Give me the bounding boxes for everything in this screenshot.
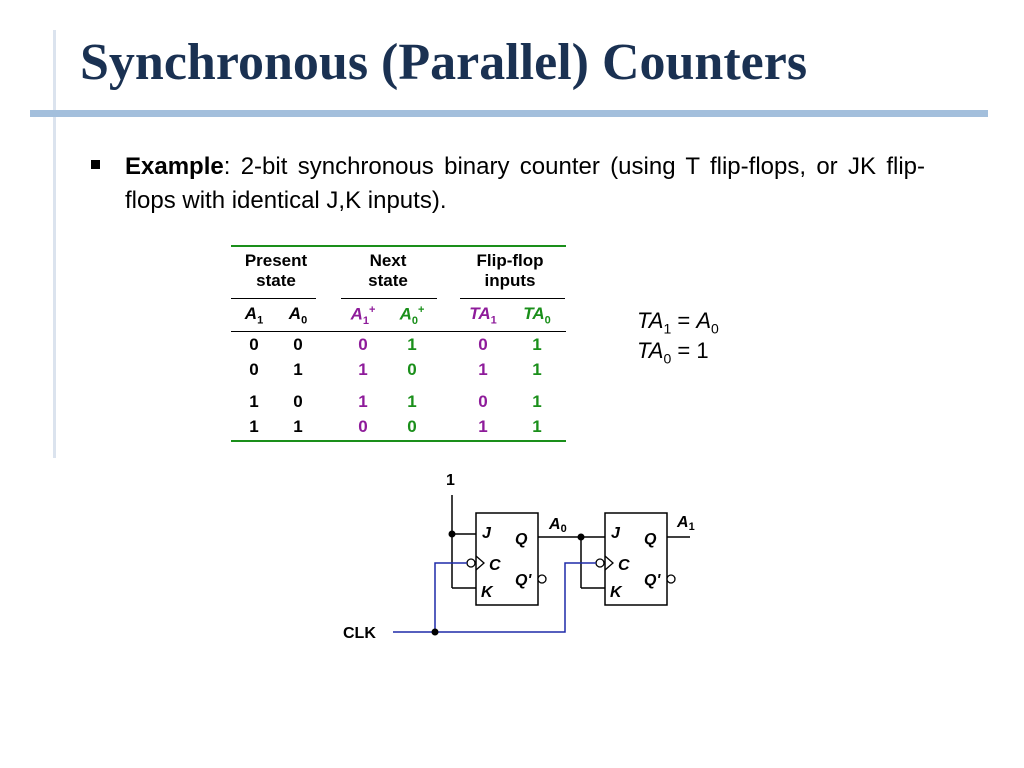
ff1-pin-k: K <box>481 584 494 601</box>
table-cell: 0 <box>249 335 259 354</box>
output-a1-label: A1 <box>676 514 695 533</box>
table-cell: 0 <box>407 417 417 436</box>
group-rule-present <box>231 298 316 299</box>
table-cell: 1 <box>478 360 488 379</box>
col-header-ta0: TA0 <box>523 304 551 327</box>
col-header-a1: A1 <box>244 304 264 327</box>
table-cell: 1 <box>407 392 417 411</box>
slide-title: Synchronous (Parallel) Counters <box>80 34 808 91</box>
table-bottom-rule <box>231 440 566 442</box>
equation-ta0: TA0 = 1 <box>637 338 709 367</box>
ff1-qn-bubble-icon <box>537 574 547 584</box>
group-rule-flipflop <box>460 298 565 299</box>
table-cell: 0 <box>478 392 488 411</box>
table-cell: 1 <box>478 417 488 436</box>
equation-ta1: TA1 = A0 <box>637 308 719 337</box>
col-header-a0: A0 <box>288 304 308 327</box>
table-cell: 0 <box>293 392 303 411</box>
table-cell: 0 <box>293 335 303 354</box>
table-cell: 1 <box>532 335 542 354</box>
ff2-pin-q: Q <box>644 531 657 548</box>
table-cell: 1 <box>293 360 303 379</box>
ff2-pin-c: C <box>618 557 630 574</box>
ff2-qn-bubble-icon <box>666 574 676 584</box>
bullet-body: : 2-bit synchronous binary counter (usin… <box>125 153 925 214</box>
clock-wire-ff2 <box>393 562 596 633</box>
junction-dot-clock <box>431 628 439 636</box>
col-header-ta1: TA1 <box>469 304 497 327</box>
ff1-clock-bubble-icon <box>466 558 476 568</box>
left-accent-rule <box>53 30 56 458</box>
group-rule-next <box>341 298 437 299</box>
ff1-pin-j: J <box>482 525 492 542</box>
table-cell: 1 <box>532 417 542 436</box>
input-one-label: 1 <box>446 472 455 489</box>
flipflop-a1 <box>604 512 668 606</box>
bullet-text: Example: 2-bit synchronous binary counte… <box>125 150 925 218</box>
table-cell: 1 <box>293 417 303 436</box>
clock-wire-ff1 <box>434 562 467 632</box>
col-header-a0-next: A0+ <box>399 304 425 328</box>
ff2-clock-bubble-icon <box>595 558 605 568</box>
table-cell: 1 <box>358 392 368 411</box>
table-cell: 0 <box>358 335 368 354</box>
ff2-clock-triangle-icon <box>604 555 614 571</box>
col-header-a1-next: A1+ <box>350 304 376 328</box>
table-cell: 1 <box>249 417 259 436</box>
table-cell: 1 <box>532 392 542 411</box>
bullet-lead: Example <box>125 153 224 180</box>
flipflop-a0 <box>475 512 539 606</box>
table-cell: 1 <box>407 335 417 354</box>
ff2-pin-k: K <box>610 584 623 601</box>
square-bullet-icon <box>91 160 100 169</box>
table-top-rule <box>231 245 566 247</box>
title-underline <box>30 110 988 117</box>
table-cell: 0 <box>407 360 417 379</box>
ff1-pin-qn: Q' <box>515 572 532 589</box>
clock-label: CLK <box>343 625 376 642</box>
ff1-pin-q: Q <box>515 531 528 548</box>
table-cell: 0 <box>478 335 488 354</box>
ff2-pin-qn: Q' <box>644 572 661 589</box>
table-cell: 0 <box>249 360 259 379</box>
output-a0-label: A0 <box>548 516 567 535</box>
table-cell: 1 <box>532 360 542 379</box>
ff1-clock-triangle-icon <box>475 555 485 571</box>
table-cell: 1 <box>358 360 368 379</box>
table-cell: 1 <box>249 392 259 411</box>
ff2-pin-j: J <box>611 525 621 542</box>
ff1-pin-c: C <box>489 557 501 574</box>
header-rule <box>231 331 566 332</box>
table-cell: 0 <box>358 417 368 436</box>
